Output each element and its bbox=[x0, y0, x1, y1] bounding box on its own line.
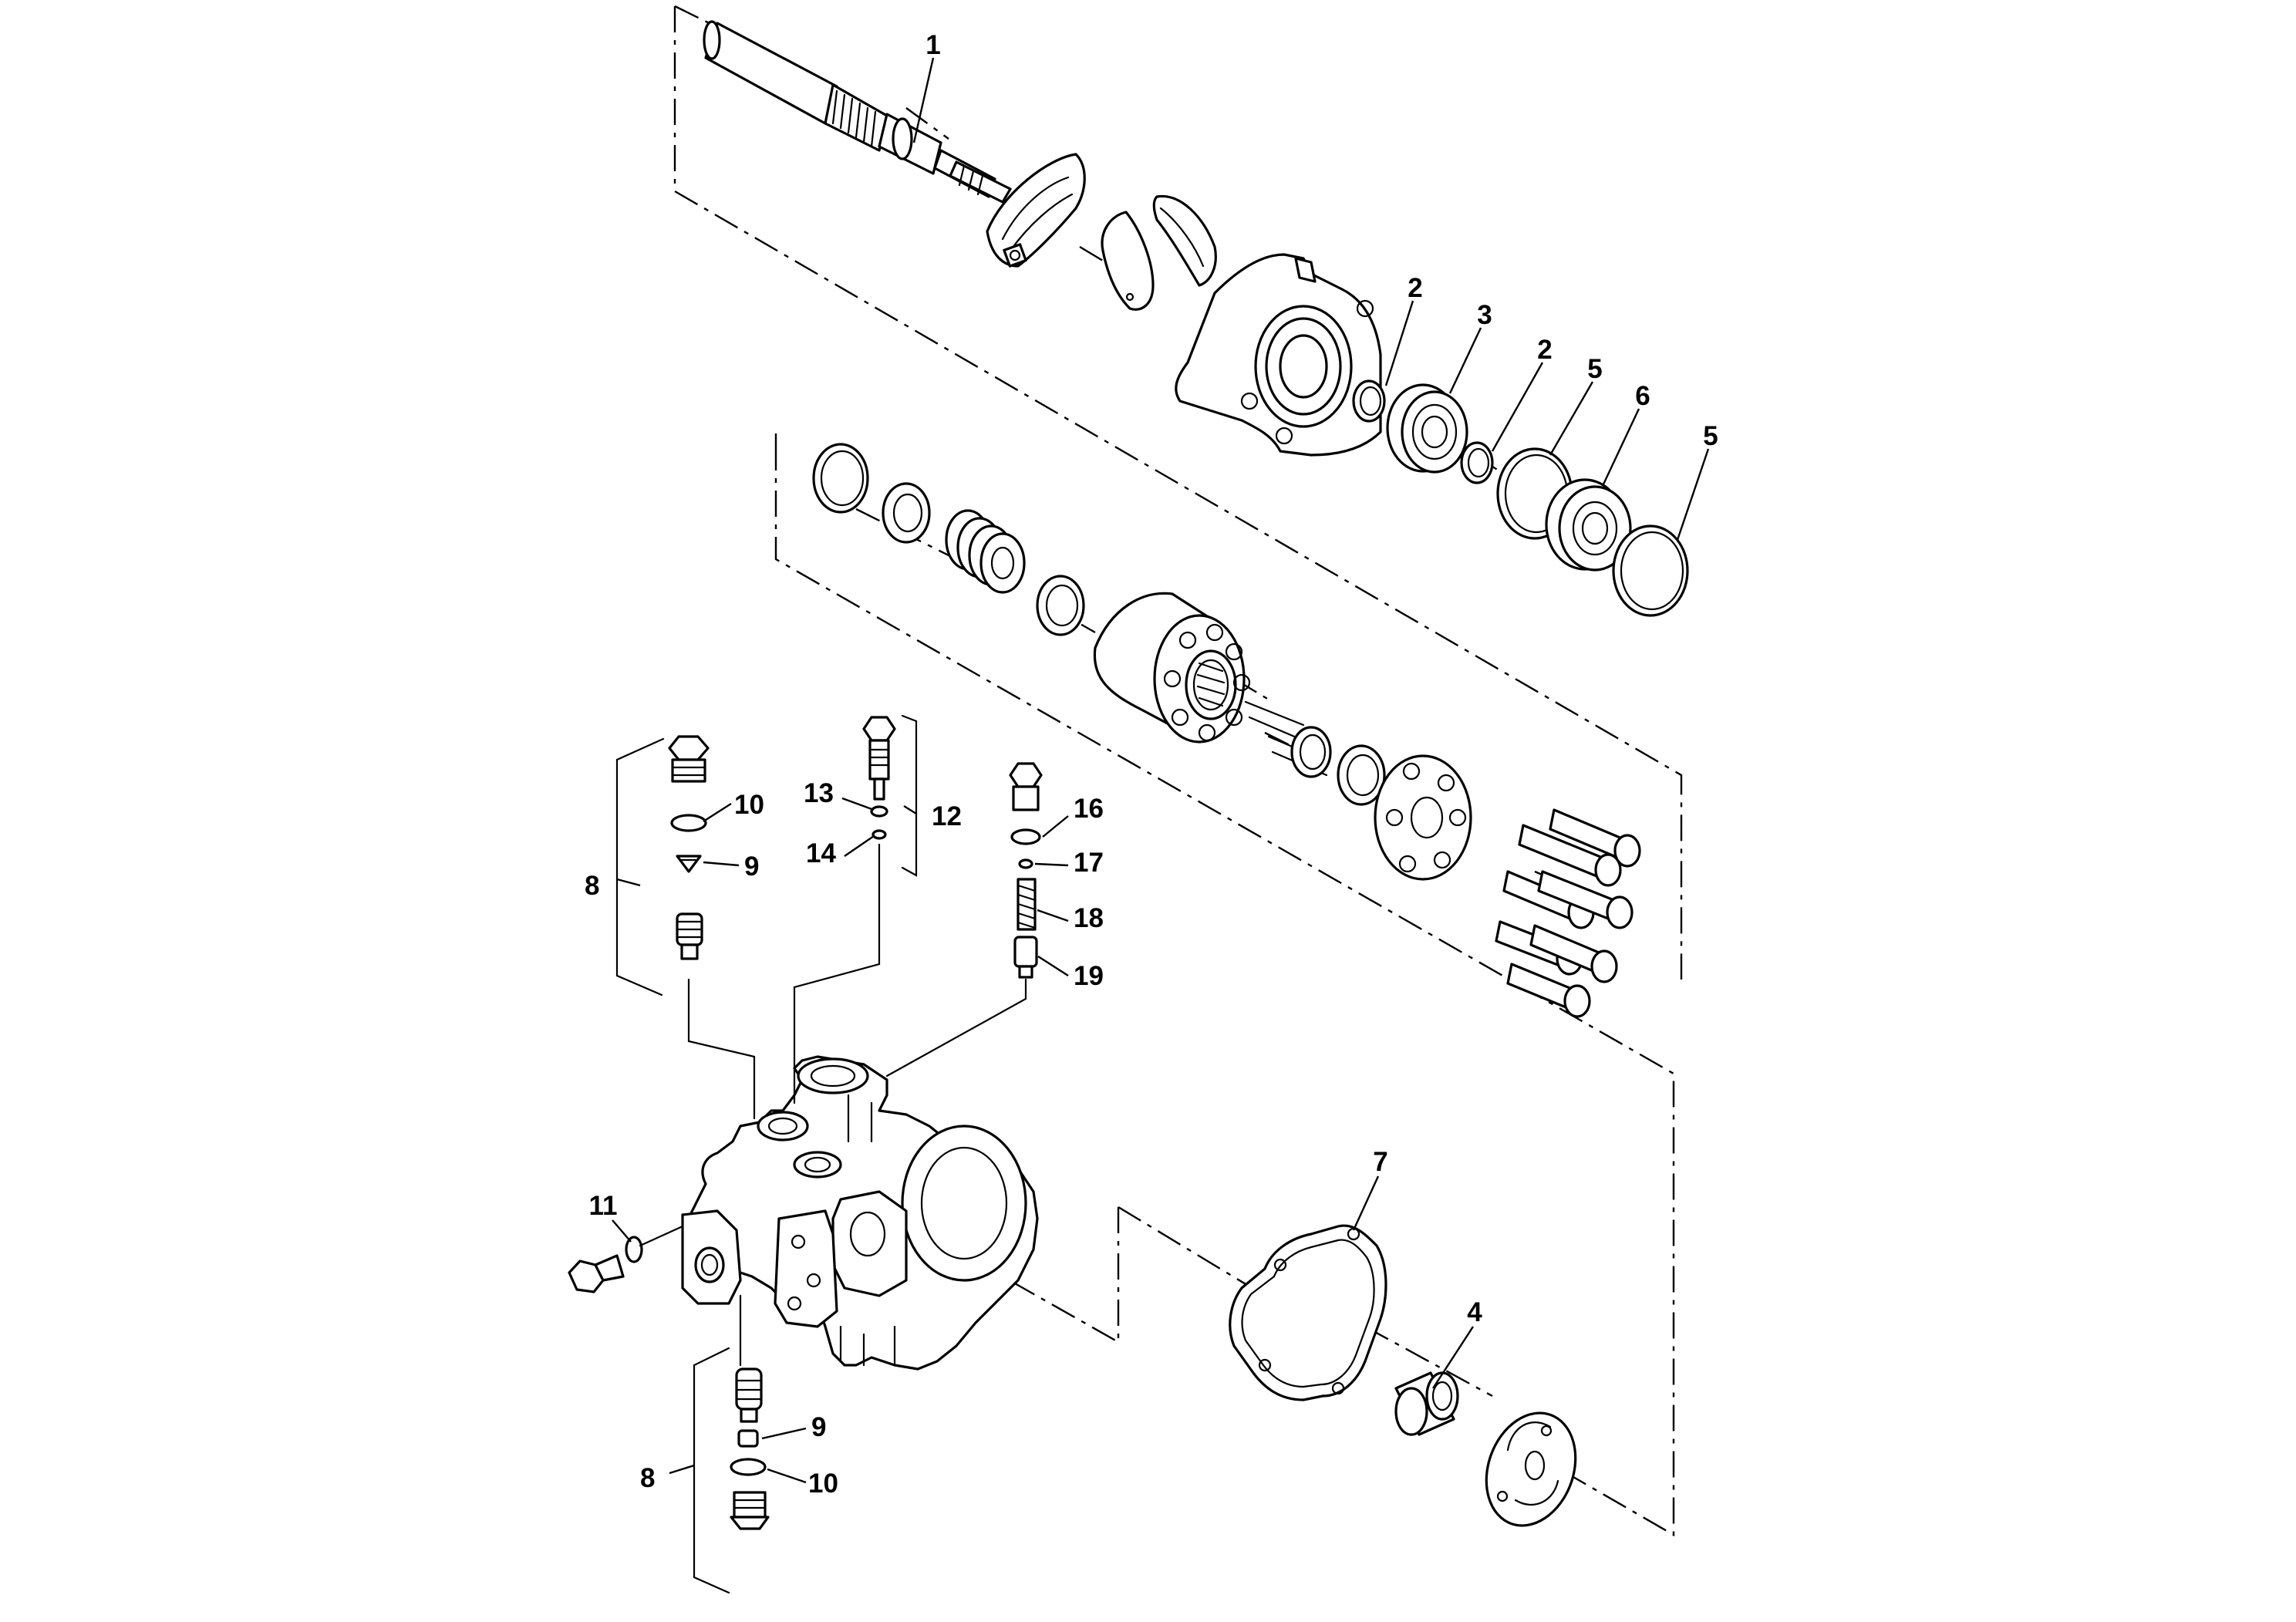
callout-16: 16 bbox=[1074, 794, 1104, 824]
callout-18: 18 bbox=[1074, 903, 1104, 933]
callout-7: 7 bbox=[1373, 1147, 1387, 1177]
assembly-leader-lines bbox=[687, 843, 1027, 1367]
retaining-ring-2b bbox=[1460, 441, 1494, 484]
callout-2a: 2 bbox=[1408, 273, 1422, 303]
gasket-7 bbox=[1229, 1224, 1387, 1401]
callout-17: 17 bbox=[1074, 848, 1104, 878]
valve-group-8-upper-bracket bbox=[615, 737, 665, 996]
o-ring-17 bbox=[1018, 858, 1033, 869]
retaining-ring-2a bbox=[1352, 379, 1386, 423]
pistons bbox=[1495, 808, 1641, 1018]
needle-bearing-4 bbox=[1394, 1371, 1459, 1436]
retaining-ring-5b bbox=[1612, 524, 1689, 617]
callout-12: 12 bbox=[932, 801, 962, 831]
guide-ring bbox=[1290, 726, 1332, 778]
spring-18 bbox=[1017, 878, 1037, 931]
o-ring-11 bbox=[625, 1236, 643, 1263]
callout-8a: 8 bbox=[585, 871, 599, 901]
shaft-seal-6 bbox=[1545, 478, 1632, 572]
poppet-9b bbox=[737, 1429, 759, 1448]
bearing-shoe bbox=[1152, 194, 1217, 287]
valve-group-8-lower-bracket bbox=[693, 1347, 730, 1594]
thrust-plate bbox=[1101, 211, 1155, 311]
cylinder-block bbox=[1093, 592, 1328, 777]
drain-plug-11 bbox=[568, 1254, 625, 1293]
callout-9a: 9 bbox=[744, 851, 759, 882]
plug-lower bbox=[730, 1491, 770, 1530]
o-ring-10a bbox=[670, 814, 707, 832]
callout-11: 11 bbox=[589, 1191, 618, 1221]
check-plug-12 bbox=[862, 716, 896, 801]
callout-3: 3 bbox=[1477, 300, 1492, 330]
valve-seat-upper bbox=[676, 912, 703, 960]
callout-13: 13 bbox=[804, 778, 834, 808]
callout-8b: 8 bbox=[640, 1463, 655, 1493]
valve-group-12-bracket bbox=[901, 714, 918, 877]
callout-5a: 5 bbox=[1587, 354, 1602, 384]
valve-seat-lower bbox=[735, 1367, 763, 1423]
callout-5b: 5 bbox=[1703, 421, 1718, 451]
o-ring-13 bbox=[870, 805, 888, 818]
spring-retainer-ring bbox=[812, 443, 869, 514]
callout-10a: 10 bbox=[734, 790, 764, 820]
callout-labels: 1 2 3 2 5 6 5 10 9 8 13 14 12 16 17 18 1… bbox=[585, 30, 1718, 1499]
callout-9b: 9 bbox=[811, 1412, 826, 1442]
poppet-9a bbox=[676, 855, 702, 873]
plug-16 bbox=[1009, 762, 1043, 811]
o-ring-14 bbox=[872, 829, 887, 840]
plug-11-leader bbox=[639, 1225, 684, 1247]
valve-plate bbox=[1485, 1411, 1577, 1527]
callout-19: 19 bbox=[1074, 961, 1104, 991]
o-ring-10b bbox=[730, 1458, 767, 1476]
ball-bearing-3 bbox=[1386, 383, 1468, 474]
callout-10b: 10 bbox=[808, 1469, 838, 1499]
retainer-plate bbox=[1374, 754, 1472, 881]
callout-6: 6 bbox=[1635, 381, 1650, 411]
cylinder-spring bbox=[945, 509, 1026, 594]
spring-washer-2 bbox=[1036, 575, 1085, 636]
callout-4: 4 bbox=[1467, 1297, 1482, 1327]
callout-1: 1 bbox=[925, 30, 940, 60]
drive-shaft bbox=[703, 20, 1012, 204]
callout-2b: 2 bbox=[1537, 335, 1552, 365]
o-ring-16 bbox=[1010, 828, 1041, 845]
spring-washer bbox=[882, 482, 931, 544]
swash-plate bbox=[986, 153, 1086, 268]
needle-bearing-ring bbox=[1337, 744, 1386, 806]
callout-leaders bbox=[612, 57, 1710, 1484]
front-housing bbox=[1175, 253, 1382, 457]
main-housing bbox=[681, 1055, 1039, 1371]
poppet-19 bbox=[1013, 936, 1038, 979]
callout-14: 14 bbox=[806, 838, 836, 868]
plug-upper-left bbox=[668, 735, 710, 783]
